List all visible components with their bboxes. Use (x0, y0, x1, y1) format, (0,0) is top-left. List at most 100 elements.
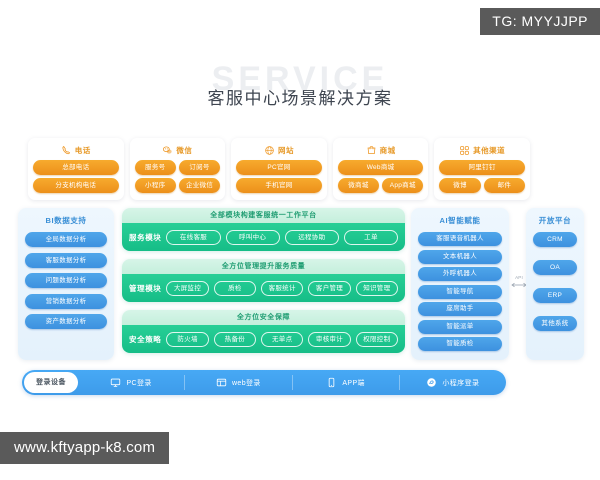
channel-card-header: 商城 (366, 143, 396, 157)
channel-title: 电话 (74, 145, 91, 155)
page-header: SERVICE 客服中心场景解决方案 (0, 62, 600, 109)
panel-item[interactable]: 文本机器人 (418, 249, 502, 264)
core-block-label: 服务模块 (129, 232, 162, 242)
login-option-web登录[interactable]: web登录 (184, 375, 291, 390)
channel-item[interactable]: PC官网 (236, 160, 322, 175)
core-block-tag[interactable]: 质检 (213, 280, 257, 296)
login-option-小程序登录[interactable]: 小程序登录 (398, 375, 506, 390)
channel-item-list: PC官网手机官网 (236, 160, 322, 193)
core-block-tag[interactable]: 远程协助 (284, 229, 339, 245)
login-option-PC登录[interactable]: PC登录 (78, 375, 184, 390)
core-block-label: 管理模块 (129, 283, 162, 293)
channel-item[interactable]: App商城 (382, 178, 424, 193)
monitor-icon (111, 378, 121, 387)
panel-item[interactable]: CRM (533, 232, 577, 247)
channel-item[interactable]: Web商城 (337, 160, 424, 175)
core-block-tag[interactable]: 审核审计 (308, 331, 351, 347)
globe-icon (265, 145, 274, 155)
core-block-tag[interactable]: 呼叫中心 (225, 229, 280, 245)
channel-card-微信[interactable]: 微信服务号订阅号小程序企业微信 (129, 138, 226, 200)
page-title: 客服中心场景解决方案 (207, 89, 393, 108)
wechat-icon (163, 145, 173, 154)
phone-icon (62, 145, 70, 154)
core-block-管理模块: 全方位管理提升服务质量管理模块大屏监控质检客服统计客户管理知识管理 (122, 259, 405, 302)
panel-item[interactable]: 资产数据分析 (25, 314, 107, 329)
channel-item-list: 总部电话分支机构电话 (33, 160, 119, 193)
core-block-body: 管理模块大屏监控质检客服统计客户管理知识管理 (122, 274, 405, 302)
ai-panel-title: AI智能赋能 (439, 216, 481, 225)
channel-item[interactable]: 手机官网 (236, 178, 322, 193)
core-block-tag[interactable]: 热备份 (213, 331, 257, 347)
open-platform-panel: 开放平台 CRM OA ERP 其他系统 (526, 208, 584, 360)
core-block-tag[interactable]: 知识管理 (355, 280, 398, 296)
channel-title: 微信 (176, 145, 193, 155)
channel-item[interactable]: 订阅号 (178, 160, 221, 175)
channel-title: 商城 (379, 145, 396, 155)
panel-item[interactable]: ERP (533, 288, 577, 303)
channel-item-list: 阿里钉钉微博邮件 (439, 160, 525, 193)
core-block-tag[interactable]: 防火墙 (166, 331, 209, 347)
panel-item[interactable]: 智能派单 (418, 319, 502, 334)
channel-card-网站[interactable]: 网站 PC官网手机官网 (231, 138, 327, 200)
core-block-heading: 全方位管理提升服务质量 (122, 259, 405, 274)
ghost-title: SERVICE (211, 60, 389, 98)
core-block-tag[interactable]: 在线客服 (166, 229, 221, 245)
channel-card-电话[interactable]: 电话总部电话分支机构电话 (28, 138, 124, 200)
core-block-tag[interactable]: 客服统计 (261, 280, 304, 296)
platform-section: BI数据支持 全局数据分析客服数据分析问题数据分析营销数据分析资产数据分析 全部… (18, 208, 584, 360)
telegram-watermark: TG: MYYJJPP (480, 8, 600, 35)
panel-item[interactable]: 其他系统 (533, 316, 577, 331)
panel-item[interactable]: 智能质检 (418, 337, 502, 351)
core-block-tag[interactable]: 工单 (343, 229, 399, 245)
core-block-tag[interactable]: 大屏监控 (166, 280, 209, 296)
panel-item[interactable]: 座席助手 (418, 302, 502, 316)
channel-card-其他渠道[interactable]: 其他渠道阿里钉钉微博邮件 (434, 138, 530, 200)
mobile-icon (329, 377, 335, 388)
channel-item[interactable]: 小程序 (134, 178, 176, 193)
channel-card-header: 微信 (162, 143, 192, 157)
core-block-heading: 全方位安全保障 (122, 310, 405, 325)
channel-card-header: 其他渠道 (459, 143, 505, 157)
bi-panel-title: BI数据支持 (45, 216, 87, 225)
core-block-tag[interactable]: 权限控制 (355, 331, 398, 347)
panel-item[interactable]: 外呼机器人 (418, 267, 502, 281)
panel-item[interactable]: OA (533, 260, 577, 275)
open-item-list: CRM OA ERP 其他系统 (533, 232, 577, 331)
panel-item[interactable]: 营销数据分析 (25, 293, 107, 309)
ai-capability-panel: AI智能赋能 客服语音机器人文本机器人外呼机器人智能导航座席助手智能派单智能质检 (411, 208, 509, 360)
channel-item[interactable]: 微博 (439, 178, 481, 193)
panel-item[interactable]: 智能导航 (418, 284, 502, 299)
channel-item[interactable]: 服务号 (134, 160, 176, 175)
channel-item-list: 服务号订阅号小程序企业微信 (134, 160, 221, 193)
panel-item[interactable]: 全局数据分析 (25, 232, 107, 247)
core-block-tag[interactable]: 无单点 (261, 331, 304, 347)
panel-item[interactable]: 客服语音机器人 (418, 232, 502, 246)
core-block-body: 安全策略防火墙热备份无单点审核审计权限控制 (122, 325, 405, 353)
api-connector-label: API (515, 275, 523, 281)
channel-title: 网站 (277, 145, 294, 155)
channel-item[interactable]: 总部电话 (33, 160, 119, 175)
mall-icon (367, 145, 375, 154)
channel-item[interactable]: 阿里钉钉 (439, 160, 525, 175)
core-block-tag[interactable]: 客户管理 (308, 280, 351, 296)
open-panel-title: 开放平台 (538, 216, 572, 225)
channel-item[interactable]: 企业微信 (178, 178, 221, 193)
panel-item[interactable]: 问题数据分析 (25, 273, 107, 288)
channel-item[interactable]: 邮件 (483, 178, 525, 193)
login-option-APP端[interactable]: APP端 (291, 375, 399, 390)
channel-item[interactable]: 微商城 (337, 178, 380, 193)
core-block-安全策略: 全方位安全保障安全策略防火墙热备份无单点审核审计权限控制 (122, 310, 405, 353)
channel-item[interactable]: 分支机构电话 (33, 178, 119, 193)
bi-data-panel: BI数据支持 全局数据分析客服数据分析问题数据分析营销数据分析资产数据分析 (18, 208, 114, 360)
browser-icon (216, 378, 227, 387)
panel-item[interactable]: 客服数据分析 (25, 252, 107, 268)
miniprogram-icon (427, 378, 437, 387)
channel-card-header: 电话 (61, 143, 91, 157)
core-block-服务模块: 全部模块构建客服统一工作平台服务模块在线客服呼叫中心远程协助工单 (122, 208, 405, 251)
login-option-label: 小程序登录 (442, 379, 480, 387)
